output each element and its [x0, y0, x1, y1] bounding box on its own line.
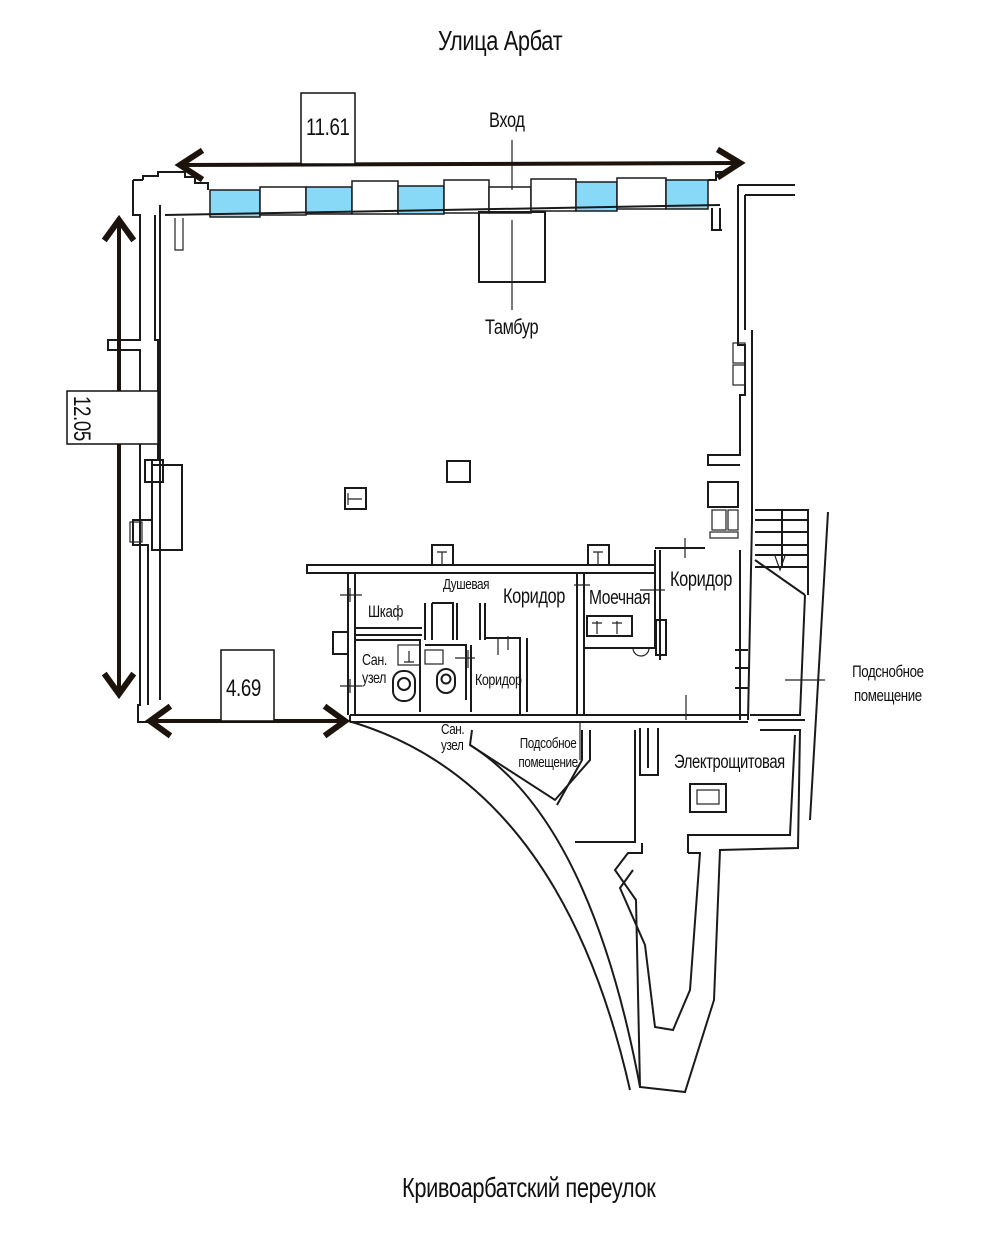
- column: [446, 460, 471, 483]
- room-label-shower: Душевая: [443, 576, 490, 593]
- room-label-wardrobe: Шкаф: [368, 602, 403, 621]
- lower-structures: [468, 722, 802, 1094]
- column: [344, 487, 367, 510]
- stairs: [750, 509, 829, 821]
- room-label-corridor-3: Коридор: [475, 672, 522, 689]
- street-bottom-label: Кривоарбатский переулок: [402, 1172, 656, 1203]
- window-2: [305, 186, 353, 215]
- room-label-entrance: Вход: [489, 109, 525, 132]
- toilet-icon: [392, 670, 416, 702]
- electrical-panel: [689, 783, 727, 813]
- room-label-corridor-1: Коридор: [503, 585, 565, 608]
- room-label-bathroom-2: Сан. узел: [441, 721, 465, 754]
- dimension-width-bottom: 4.69: [226, 675, 261, 702]
- walls: [107, 179, 795, 723]
- room-label-vestibule: Тамбур: [485, 316, 539, 339]
- room-label-washroom: Моечная: [589, 587, 651, 609]
- toilet-icon: [436, 668, 456, 694]
- dimension-width-top: 11.61: [306, 114, 350, 141]
- room-label-utility-1: Подсобное помещение: [518, 735, 578, 771]
- street-top-label: Улица Арбат: [438, 25, 563, 56]
- room-label-utility-2: Подснобное помещение: [852, 662, 924, 705]
- dimension-top: [174, 92, 746, 183]
- service-block: [306, 538, 748, 723]
- dimension-height-left: 12.05: [68, 396, 95, 441]
- dimension-bottom: [144, 649, 351, 739]
- window-5: [665, 179, 709, 210]
- dimension-left: [66, 214, 159, 700]
- room-label-bathroom-1: Сан. узел: [362, 652, 387, 687]
- curved-wall: [344, 719, 631, 1091]
- room-label-corridor-2: Коридор: [670, 568, 732, 591]
- room-label-electrical: Электрощитовая: [674, 752, 785, 773]
